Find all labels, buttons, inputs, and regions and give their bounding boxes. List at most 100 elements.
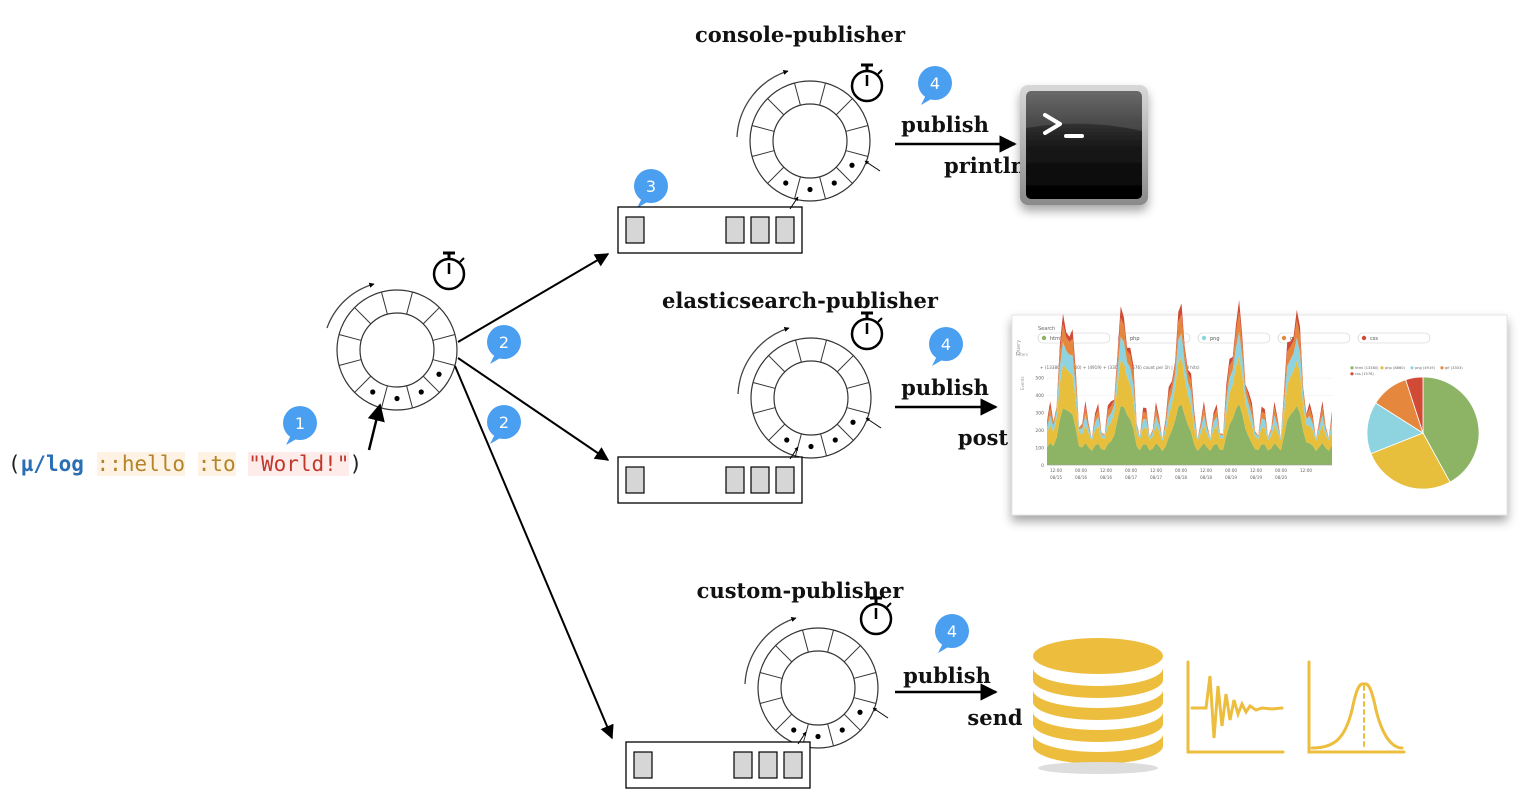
queue-feed-arrow: [789, 196, 799, 210]
x-date-tick: 08/15: [1050, 475, 1062, 480]
query-chip-label: html: [1050, 336, 1061, 342]
pie-legend-item: gif (3303): [1445, 366, 1463, 370]
x-date-tick: 08/18: [1175, 475, 1187, 480]
step-badge-4: 4: [935, 614, 969, 653]
y-tick: 300: [1035, 411, 1044, 417]
read-pointer: [865, 417, 882, 429]
stopwatch-icon: [432, 251, 466, 291]
x-time-tick: 00:00: [1125, 468, 1137, 473]
step-badge-4: 4: [918, 66, 952, 105]
pie-legend-item: css (1576): [1355, 372, 1374, 376]
method-label: println: [944, 153, 1026, 178]
x-date-tick: 08/19: [1225, 475, 1237, 480]
stopwatch-icon: [850, 63, 884, 103]
query-chip-label: php: [1130, 336, 1140, 342]
pie-slice-png: [1366, 402, 1424, 455]
code-event-name: ::hello: [96, 452, 186, 476]
x-time-tick: 12:00: [1100, 468, 1112, 473]
x-date-tick: 08/18: [1200, 475, 1212, 480]
x-time-tick: 00:00: [1175, 468, 1187, 473]
x-time-tick: 12:00: [1300, 468, 1312, 473]
dashboard-content: SearchQueryFiltershtmlphppnggifcss+ (133…: [1016, 299, 1480, 490]
bell-curve-icon: [1307, 660, 1406, 754]
step-badge-3: 3: [634, 169, 668, 208]
publisher-1: elasticsearch-publisher 4 publish post: [617, 288, 1009, 504]
svg-text:3: 3: [646, 177, 656, 196]
query-chip: [1117, 332, 1191, 344]
publisher-name: console-publisher: [695, 22, 906, 47]
y-tick: 100: [1035, 446, 1044, 452]
log-arrow: [367, 403, 385, 451]
svg-text:1: 1: [295, 414, 305, 433]
dispatch-arrow-elasticsearch: [457, 357, 610, 461]
svg-text:2: 2: [499, 333, 509, 352]
filter-label: Filters: [1016, 352, 1028, 357]
rotation-arrow: [736, 69, 789, 138]
method-label: send: [967, 705, 1022, 730]
publisher-0: console-publisher 4 publish println: [617, 22, 1026, 254]
rotation-arrow: [326, 282, 375, 329]
query-label: Query: [1016, 340, 1022, 355]
code-paren-open: (: [8, 452, 21, 476]
read-pointer: [864, 160, 881, 172]
publisher-2: custom-publisher 4 publish send: [625, 578, 1023, 789]
log-call-code: (µ/log ::hello :to "World!"): [8, 452, 362, 476]
x-date-tick: 08/17: [1125, 475, 1137, 480]
code-value: "World!": [248, 452, 350, 476]
queue-feed-arrow: [789, 446, 799, 460]
pie-slice-php: [1370, 432, 1451, 490]
x-time-tick: 00:00: [1275, 468, 1287, 473]
x-time-tick: 12:00: [1150, 468, 1162, 473]
area-series-php: [1047, 356, 1332, 451]
step-badge-1: 1: [283, 406, 317, 445]
stopwatch-icon: [859, 596, 893, 636]
source-ring-buffer: [336, 289, 458, 411]
terminal-icon: [1020, 85, 1148, 205]
x-date-tick: 08/16: [1100, 475, 1112, 480]
pie-legend-item: png (4919): [1415, 366, 1436, 370]
signal-chart-icon: [1186, 660, 1285, 754]
search-label: Search: [1038, 326, 1055, 332]
publisher-name: custom-publisher: [697, 578, 905, 603]
code-key: :to: [197, 452, 236, 476]
pie-legend-item: php (8860): [1385, 366, 1406, 370]
pie-slice-css: [1405, 376, 1424, 434]
x-time-tick: 00:00: [1075, 468, 1087, 473]
publish-label: publish: [901, 112, 989, 137]
events-label: Events: [1020, 376, 1025, 390]
y-tick: 400: [1035, 393, 1044, 399]
ring-buffer: [750, 337, 872, 459]
query-chip: [1197, 332, 1271, 344]
publish-label: publish: [903, 663, 991, 688]
x-date-tick: 08/19: [1250, 475, 1262, 480]
queue-buffer: [625, 741, 811, 789]
y-tick: 0: [1041, 463, 1044, 469]
x-date-tick: 08/20: [1275, 475, 1287, 480]
step-badge-2b: 2: [487, 405, 521, 444]
svg-text:4: 4: [941, 335, 951, 354]
ring-buffer: [749, 80, 871, 202]
query-chip-label: css: [1370, 336, 1378, 342]
stopwatch-icon: [850, 311, 884, 351]
x-time-tick: 00:00: [1225, 468, 1237, 473]
ring-buffer: [757, 627, 879, 749]
x-time-tick: 12:00: [1200, 468, 1212, 473]
read-pointer: [872, 707, 889, 719]
x-date-tick: 08/16: [1075, 475, 1087, 480]
svg-text:4: 4: [947, 622, 957, 641]
pie-legend-item: html (13380): [1355, 366, 1379, 370]
rotation-arrow: [737, 326, 790, 395]
rotation-arrow: [744, 616, 797, 685]
dispatch-arrow-console: [457, 253, 610, 343]
publisher-name: elasticsearch-publisher: [662, 288, 939, 313]
method-label: post: [958, 425, 1009, 450]
code-function: µ/log: [20, 452, 84, 476]
queue-feed-arrow: [797, 731, 807, 745]
publish-label: publish: [901, 375, 989, 400]
query-chip-label: png: [1210, 336, 1220, 342]
x-time-tick: 12:00: [1050, 468, 1062, 473]
queue-buffer: [617, 456, 803, 504]
x-date-tick: 08/17: [1150, 475, 1162, 480]
step-badge-4: 4: [929, 327, 963, 366]
y-tick: 500: [1035, 376, 1044, 382]
